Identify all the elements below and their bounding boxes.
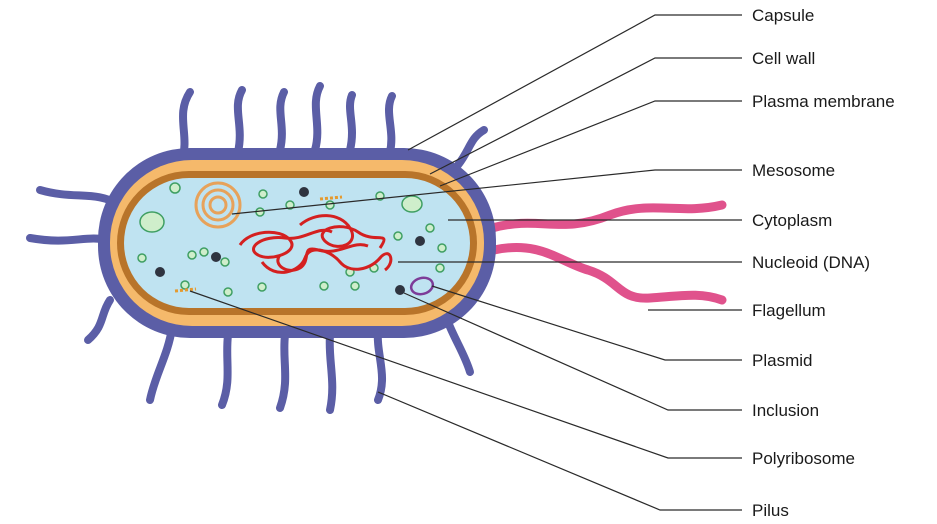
pilus-bottom-3 [222, 335, 228, 405]
pilus-top-5 [350, 95, 352, 150]
label-plasma-membrane: Plasma membrane [752, 92, 895, 111]
inclusion-dot [155, 267, 165, 277]
flagellum [492, 205, 722, 300]
label-nucleoid: Nucleoid (DNA) [752, 253, 870, 272]
vesicle [256, 208, 264, 216]
vesicle [320, 282, 328, 290]
vesicle-large-left [140, 212, 164, 232]
vesicle [326, 201, 334, 209]
label-capsule: Capsule [752, 6, 814, 25]
pilus-top-6 [389, 96, 392, 152]
vesicle [351, 282, 359, 290]
vesicle [438, 244, 446, 252]
leader-line-plasma-membrane [440, 101, 742, 186]
label-polyribosome: Polyribosome [752, 449, 855, 468]
label-pilus: Pilus [752, 501, 789, 520]
labels: Capsule Cell wall Plasma membrane Mesoso… [752, 6, 895, 520]
leader-line-cell-wall [430, 58, 742, 174]
inclusion-dot [299, 187, 309, 197]
flagellum-strand-2 [494, 247, 722, 300]
pilus-bottom-4 [280, 335, 285, 408]
vesicle [138, 254, 146, 262]
pilus-top-2 [238, 90, 242, 152]
pilus-bottom-2 [150, 328, 172, 400]
label-flagellum: Flagellum [752, 301, 826, 320]
vesicle [188, 251, 196, 259]
vesicle [170, 183, 180, 193]
vesicle-large-right [402, 196, 422, 212]
label-cell-wall: Cell wall [752, 49, 815, 68]
vesicle [259, 190, 267, 198]
label-cytoplasm: Cytoplasm [752, 211, 832, 230]
pilus-left-2 [30, 238, 108, 241]
inclusion-dot [395, 285, 405, 295]
vesicle [200, 248, 208, 256]
label-inclusion: Inclusion [752, 401, 819, 420]
pilus-bottom-1 [88, 300, 110, 340]
vesicle [181, 281, 189, 289]
vesicle [258, 283, 266, 291]
pilus-bottom-5 [330, 335, 333, 410]
pilus-top-3 [280, 92, 284, 150]
pilus-top-4 [315, 86, 320, 150]
leader-line-capsule [408, 15, 742, 150]
pilus-bottom-7 [448, 322, 470, 372]
vesicle [224, 288, 232, 296]
inclusion-dot [415, 236, 425, 246]
vesicle [436, 264, 444, 272]
pilus-bottom-6 [378, 330, 382, 400]
vesicle [221, 258, 229, 266]
inclusion-dot [211, 252, 221, 262]
vesicle [426, 224, 434, 232]
vesicle [394, 232, 402, 240]
flagellum-strand-1 [492, 205, 722, 228]
label-mesosome: Mesosome [752, 161, 835, 180]
label-plasmid: Plasmid [752, 351, 812, 370]
